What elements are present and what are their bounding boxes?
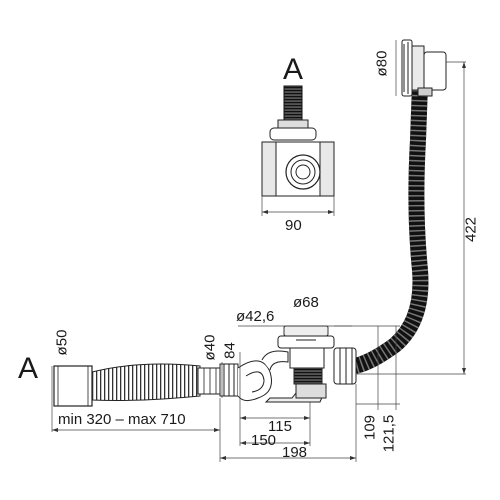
dimension-arrows (52, 62, 466, 460)
overflow-diameter-dimension: ø80 (373, 50, 391, 77)
height-121-5-dimension: 121,5 (380, 414, 398, 453)
overflow-hose (352, 84, 429, 374)
hose-length-dimension: min 320 – max 710 (58, 411, 186, 428)
outlet-connector (53, 365, 93, 407)
width-198-dimension: 198 (282, 444, 308, 461)
outlet-diameter-dimension: ø50 (53, 329, 71, 356)
width-150-dimension: 150 (251, 432, 277, 449)
detail-width-dimension: 90 (285, 217, 302, 234)
overflow-head (401, 39, 447, 97)
waste-diameter-dimension: ø42,6 (236, 308, 275, 325)
detail-a-view (261, 85, 335, 216)
trap-assembly (219, 325, 357, 403)
plug-diameter-dimension: ø68 (293, 294, 319, 311)
pipe-diameter-dimension: ø40 (201, 334, 219, 361)
section-mark-a-detail: A (283, 53, 304, 86)
height-109-dimension: 109 (361, 414, 379, 441)
threaded-stem (283, 85, 303, 123)
width-115-dimension: 115 (268, 418, 292, 435)
dimension-lines (51, 40, 466, 462)
flexible-hose (91, 363, 221, 401)
height-84-dimension: 84 (221, 342, 239, 359)
section-mark-a-left: A (18, 352, 39, 385)
overflow-height-dimension: 422 (462, 216, 480, 243)
